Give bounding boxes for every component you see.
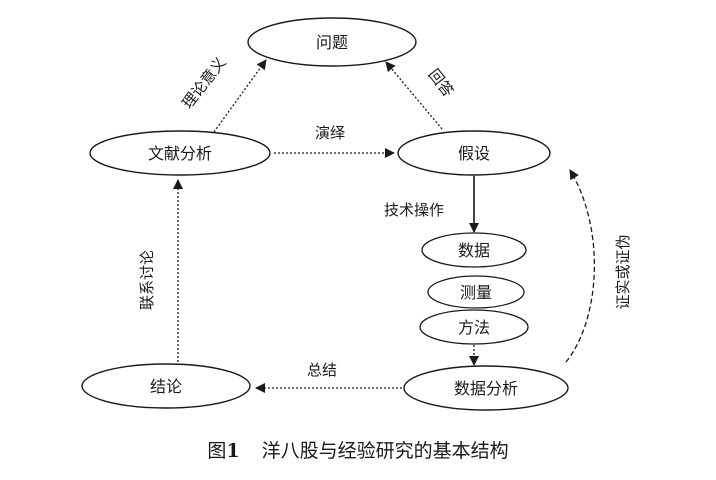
- caption-title: 洋八股与经验研究的基本结构: [261, 440, 509, 462]
- node-measurement-label: 测量: [460, 283, 492, 302]
- edge-summarize-label: 总结: [307, 361, 337, 379]
- node-data-shape: [421, 232, 527, 268]
- node-question-label: 问题: [316, 33, 348, 52]
- node-data-label: 数据: [458, 241, 490, 260]
- node-conclusion-label: 结论: [150, 377, 182, 396]
- edge-answer: [385, 61, 443, 130]
- edge-theory-meaning: [213, 59, 267, 133]
- node-question-shape: [247, 17, 417, 67]
- node-conclusion-shape: [81, 363, 251, 409]
- node-method-label: 方法: [458, 318, 490, 337]
- edge-verify-or-falsify-label: 证实或证伪: [614, 234, 632, 309]
- edge-verify-or-falsify: [565, 169, 596, 363]
- node-literature-shape: [89, 130, 271, 176]
- figure-caption: 图1 洋八股与经验研究的基本结构: [0, 436, 716, 463]
- node-measurement-shape: [427, 275, 525, 309]
- node-data-analysis-label: 数据分析: [454, 379, 518, 398]
- edge-connect-discuss-label: 联系讨论: [138, 250, 156, 310]
- edge-technical-operation-label: 技术操作: [384, 201, 444, 219]
- edge-answer-label: 回答: [425, 66, 458, 101]
- edge-deduction-label: 演绎: [315, 124, 345, 142]
- node-data-analysis-shape: [403, 365, 569, 411]
- edge-theory-meaning-label: 理论意义: [178, 54, 229, 112]
- caption-prefix: 图: [207, 440, 227, 462]
- node-hypothesis-shape: [397, 130, 551, 176]
- caption-number: 1: [226, 440, 240, 462]
- node-literature-label: 文献分析: [148, 144, 212, 163]
- node-method-shape: [419, 309, 529, 345]
- node-hypothesis-label: 假设: [458, 144, 490, 163]
